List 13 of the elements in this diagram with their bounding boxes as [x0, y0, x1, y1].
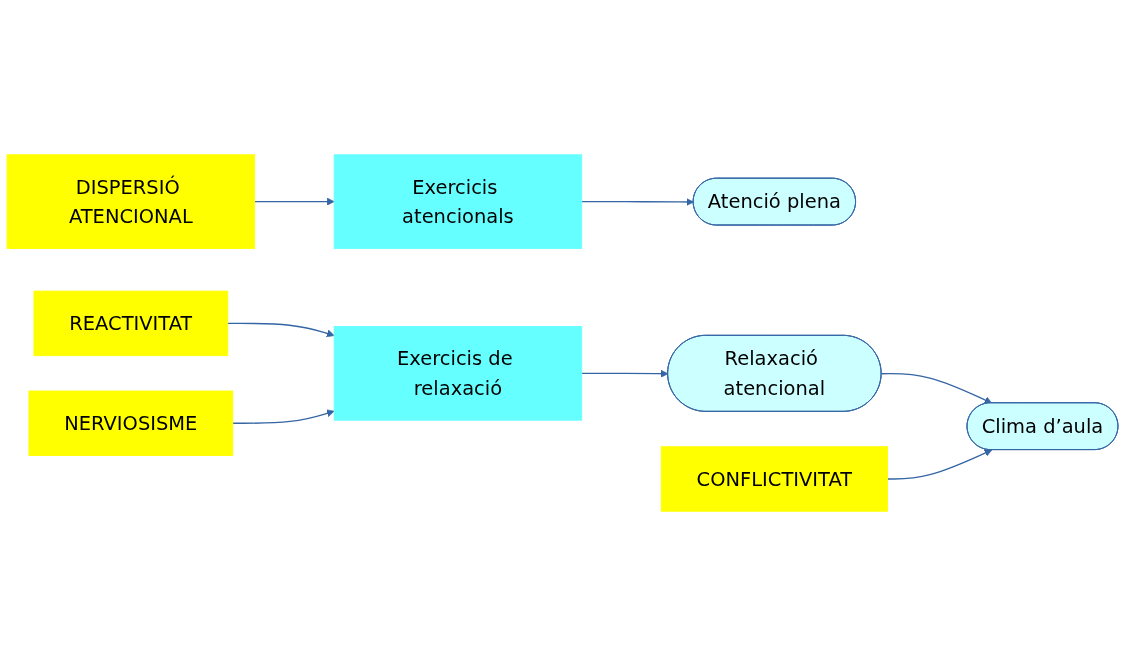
- arrow: [886, 449, 993, 480]
- node-box: DISPERSIÓ ATENCIONAL: [6, 154, 256, 249]
- arrow: [880, 373, 993, 404]
- arrow: [581, 198, 694, 206]
- node-box: Exercicis de relaxació: [333, 326, 583, 421]
- arrow: [581, 369, 669, 378]
- node-box: REACTIVITAT: [33, 290, 229, 357]
- arrow: [232, 409, 335, 424]
- node-box: Exercicis atencionals: [333, 154, 583, 249]
- arrow: [253, 197, 335, 206]
- node-box: CONFLICTIVITAT: [660, 446, 888, 512]
- node-box: NERVIOSISME: [28, 390, 234, 456]
- arrow: [227, 322, 335, 338]
